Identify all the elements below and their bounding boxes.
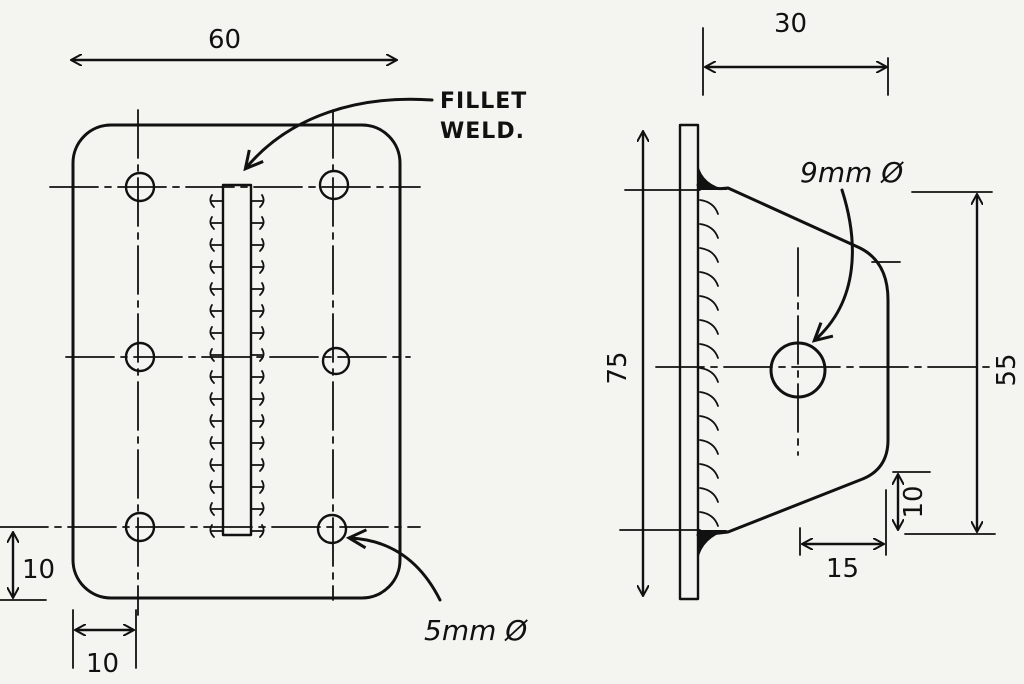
small-hole-note: 5mm Ø bbox=[424, 614, 528, 647]
weld-tick bbox=[251, 480, 265, 494]
weld-tick bbox=[251, 304, 265, 318]
side-view: 9mm Ø 30 75 55 10 15 bbox=[603, 9, 1022, 601]
hole-bottom-right bbox=[316, 513, 348, 545]
weld-tick bbox=[209, 216, 223, 230]
weld-tick bbox=[251, 436, 265, 450]
dim-edge-horizontal-text: 10 bbox=[86, 649, 119, 679]
front-view: FILLET WELD. 60 10 10 5mm Ø bbox=[0, 25, 528, 679]
weld-tick bbox=[699, 367, 719, 383]
small-hole-leader bbox=[350, 538, 442, 602]
weld-tick bbox=[251, 348, 265, 362]
weld-tick bbox=[251, 370, 265, 384]
side-plate bbox=[678, 123, 700, 601]
weld-tick bbox=[699, 199, 719, 215]
dim-width-text: 60 bbox=[208, 25, 241, 55]
side-weld-marks bbox=[699, 199, 719, 527]
weld-tick bbox=[209, 370, 223, 384]
weld-tick bbox=[251, 502, 265, 516]
weld-tick bbox=[209, 260, 223, 274]
weld-tick bbox=[699, 343, 719, 359]
weld-tick bbox=[209, 414, 223, 428]
weld-tick bbox=[699, 271, 719, 287]
weld-tick bbox=[699, 295, 719, 311]
hole-mid-left bbox=[124, 341, 156, 373]
fillet-weld-label-2: WELD. bbox=[440, 119, 525, 144]
hole-top-right bbox=[318, 169, 350, 201]
weld-tick bbox=[209, 304, 223, 318]
weld-tick bbox=[251, 524, 265, 538]
large-hole bbox=[769, 341, 827, 399]
weld-tick bbox=[209, 480, 223, 494]
weld-tick bbox=[699, 223, 719, 239]
large-hole-leader bbox=[815, 188, 854, 340]
weld-tick bbox=[251, 260, 265, 274]
weld-tick bbox=[209, 194, 223, 208]
fillet-weld-leader bbox=[246, 97, 434, 168]
bracket-profile bbox=[696, 183, 890, 537]
weld-tick bbox=[251, 194, 265, 208]
weld-tick bbox=[699, 487, 719, 503]
weld-tick bbox=[251, 414, 265, 428]
weld-tick bbox=[251, 458, 265, 472]
weld-tick bbox=[699, 319, 719, 335]
weld-tick bbox=[209, 282, 223, 296]
weld-tick bbox=[209, 436, 223, 450]
weld-marks-left bbox=[209, 194, 223, 538]
dim-height-text: 75 bbox=[603, 351, 633, 384]
dim-offset-text: 15 bbox=[826, 554, 859, 584]
weld-tick bbox=[209, 392, 223, 406]
weld-tick bbox=[699, 391, 719, 407]
dim-hole-spacing-text: 55 bbox=[992, 353, 1022, 386]
fillet-weld-label-1: FILLET bbox=[440, 89, 527, 114]
weld-tick bbox=[209, 238, 223, 252]
large-hole-note: 9mm Ø bbox=[800, 156, 904, 189]
fillet-weld-bottom bbox=[698, 530, 728, 560]
weld-tick bbox=[699, 511, 719, 527]
welded-rib bbox=[209, 183, 265, 538]
hole-top-left bbox=[124, 171, 156, 203]
hole-bottom-left bbox=[124, 511, 156, 543]
dim-depth-text: 30 bbox=[774, 9, 807, 39]
weld-tick bbox=[699, 439, 719, 455]
base-plate-outline bbox=[71, 123, 402, 600]
weld-marks-right bbox=[251, 194, 265, 538]
weld-tick bbox=[209, 326, 223, 340]
weld-tick bbox=[251, 238, 265, 252]
weld-tick bbox=[209, 348, 223, 362]
fillet-weld-top bbox=[698, 164, 728, 190]
weld-tick bbox=[251, 392, 265, 406]
hole-mid-right bbox=[321, 346, 351, 376]
weld-tick bbox=[699, 463, 719, 479]
weld-tick bbox=[699, 247, 719, 263]
dim-flange-text: 10 bbox=[899, 485, 929, 518]
weld-tick bbox=[209, 458, 223, 472]
weld-tick bbox=[699, 415, 719, 431]
weld-tick bbox=[251, 216, 265, 230]
weld-tick bbox=[251, 326, 265, 340]
weld-tick bbox=[209, 502, 223, 516]
dim-edge-vertical-text: 10 bbox=[22, 555, 55, 585]
weld-tick bbox=[209, 524, 223, 538]
weld-tick bbox=[251, 282, 265, 296]
